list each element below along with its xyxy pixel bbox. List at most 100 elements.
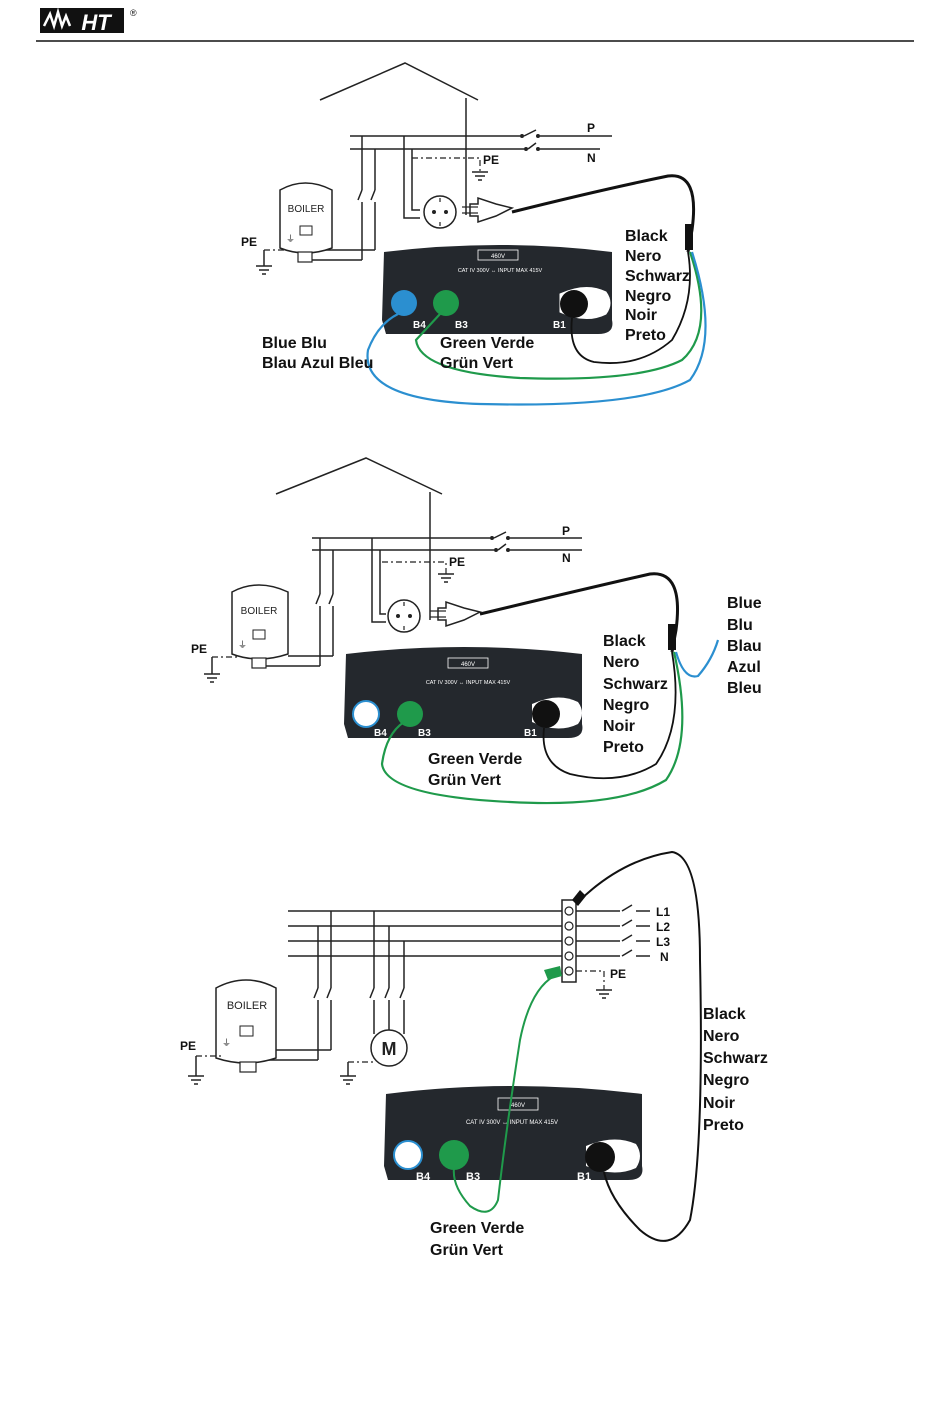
label-b4: B4 [374,728,387,739]
label-pe-top: PE [610,967,626,981]
motor-label: M [382,1039,397,1059]
label-pe-boiler: PE [191,642,207,656]
logo-wave-icon [42,7,72,31]
black-cable-label: Black Nero Schwarz Negro Noir Preto [625,228,690,344]
terminal-b4-empty[interactable] [352,700,380,728]
schuko-plug-icon [430,600,483,628]
svg-text:Blue: Blue [727,595,762,612]
boiler-label: BOILER [241,606,278,617]
boiler-unit: BOILER ⏚ [279,182,333,263]
cat-rating-text: CAT IV 300V ↔ INPUT MAX 415V [466,1120,558,1126]
svg-text:Blau Azul Bleu: Blau Azul Bleu [262,355,373,372]
svg-text:Nero: Nero [703,1028,740,1045]
motor-icon: M [370,1029,408,1067]
blue-cable-label: Blue Blu Blau Azul Bleu [727,595,762,697]
label-p: P [562,524,570,538]
cable-splitter [668,624,676,650]
svg-text:Green Verde: Green Verde [440,335,534,352]
cat-rating-text: CAT IV 300V ↔ INPUT MAX 415V [458,268,543,274]
cable-splitter [685,224,693,250]
main-switch [520,129,540,151]
pe-dashed-line [412,157,481,172]
green-cable [452,975,555,1213]
boiler-unit: BOILER ⏚ [215,979,277,1073]
green-cable-label: Green Verde Grün Vert [440,335,534,372]
svg-text:Nero: Nero [625,248,662,265]
label-b1: B1 [553,320,566,331]
pe-dashed-line [382,561,447,574]
svg-text:Schwarz: Schwarz [703,1050,768,1067]
label-b1: B1 [524,728,537,739]
label-l1: L1 [656,905,670,919]
terminal-b3-green[interactable] [439,1140,469,1170]
earth-symbol-icon [204,673,220,683]
boiler-heater-icon [299,225,313,236]
diagram-2: P N PE BOILER ⏚ PE [191,457,762,805]
boiler-heater-icon [252,629,266,640]
diagram-3: L1 L2 L3 N PE BOILER ⏚ PE [180,850,768,1259]
label-b3: B3 [455,320,468,331]
svg-text:Schwarz: Schwarz [625,268,690,285]
green-probe-clip [544,966,562,980]
boiler-label: BOILER [227,1000,267,1012]
earth-symbol-icon [256,265,272,275]
panel-marking [447,657,489,669]
black-cable [511,174,696,253]
instrument-body: 460V CAT IV 300V ↔ INPUT MAX 415V B4 B3 … [382,245,613,334]
label-l2: L2 [656,920,670,934]
terminal-b4-blue[interactable] [391,290,417,316]
terminal-b4-empty[interactable] [393,1140,423,1170]
schuko-plug-icon [462,196,515,224]
label-n: N [562,551,571,565]
svg-text:⏚: ⏚ [238,640,247,650]
svg-text:⏚: ⏚ [222,1038,231,1048]
svg-text:Black: Black [703,1006,746,1023]
panel-mark-text: 460V [491,254,505,260]
svg-text:Preto: Preto [603,739,644,756]
green-cable-label: Green Verde Grün Vert [430,1220,524,1259]
blue-cable-label: Blue Blu Blau Azul Bleu [262,335,373,372]
logo-registered-mark: ® [130,8,137,18]
boiler-unit: BOILER ⏚ [231,584,289,669]
main-switches [621,904,650,957]
panel-mark-text: 460V [511,1103,525,1109]
svg-text:Schwarz: Schwarz [603,676,668,693]
green-cable-label: Green Verde Grün Vert [428,751,522,789]
black-cable-label: Black Nero Schwarz Negro Noir Preto [603,633,668,756]
svg-text:Green Verde: Green Verde [428,751,522,768]
blue-cable-loose [674,639,720,678]
svg-text:Black: Black [603,633,646,650]
label-pe-top: PE [483,153,499,167]
green-cable [380,651,684,805]
svg-text:Green Verde: Green Verde [430,1220,524,1237]
label-pe-boiler: PE [241,235,257,249]
svg-text:Azul: Azul [727,659,761,676]
instrument-body: 460V CAT IV 300V ↔ INPUT MAX 415V B4 B3 … [384,1086,643,1183]
main-switch [490,531,510,552]
black-cable [479,572,680,653]
green-cable [414,251,703,380]
svg-text:Black: Black [625,228,668,245]
black-cable-label: Black Nero Schwarz Negro Noir Preto [703,1006,768,1134]
label-b3: B3 [418,728,431,739]
terminal-b3-green[interactable] [433,290,459,316]
house-roof [275,457,443,495]
earth-symbol-icon [340,1075,356,1085]
svg-text:Grün Vert: Grün Vert [428,772,502,789]
svg-text:Noir: Noir [603,718,635,735]
label-n: N [587,151,596,165]
ht-logo: HT ® [40,7,137,35]
svg-text:Blau: Blau [727,638,762,655]
label-b3: B3 [466,1171,480,1183]
terminal-b3-green[interactable] [397,701,423,727]
panel-marking [477,249,519,261]
cat-rating-text: CAT IV 300V ↔ INPUT MAX 415V [426,680,511,686]
house-roof [319,62,479,101]
black-cable [575,850,702,1242]
label-n: N [660,950,669,964]
blue-cable [366,251,707,406]
label-b4: B4 [413,320,426,331]
label-pe-top: PE [449,555,465,569]
